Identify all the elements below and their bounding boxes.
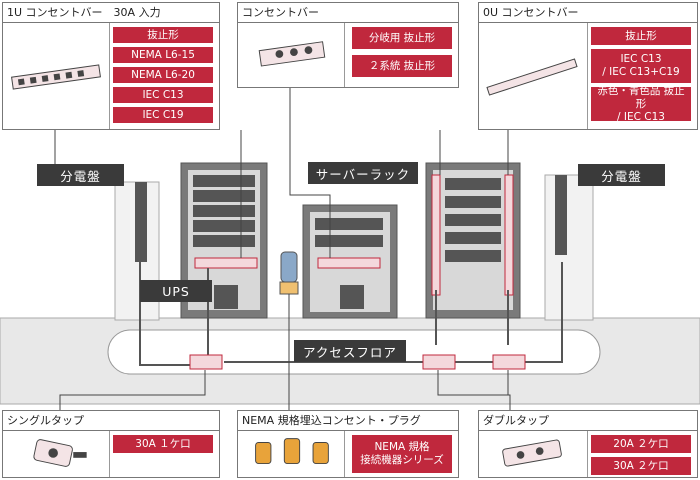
- tag-1u-4: IEC C19: [113, 107, 213, 123]
- cable-right: [520, 262, 563, 363]
- label-distribution-board-left: 分電盤: [37, 164, 124, 186]
- panel-double-tap: ダブルタップ 20A ２ケ口 30A ２ケ口: [478, 410, 698, 478]
- panel-0u-tags: 抜止形 IEC C13 / IEC C13+C19 赤色・青色品 抜止形 / I…: [591, 27, 691, 123]
- label-server-rack-text: サーバーラック: [315, 166, 411, 182]
- label-distribution-board-left-text: 分電盤: [60, 168, 101, 184]
- panel-1u-divider: [109, 23, 110, 129]
- panel-double-tap-tags: 20A ２ケ口 30A ２ケ口: [591, 435, 691, 475]
- panel-double-tap-title: ダブルタップ: [479, 411, 697, 431]
- panel-outlet-bar-image: [239, 23, 344, 86]
- panel-single-tap-divider: [109, 431, 110, 477]
- single-tap-floor: [189, 354, 223, 370]
- outlet-bar-1u-icon: [11, 64, 101, 90]
- panel-nema-divider: [344, 431, 345, 477]
- panel-nema-title: NEMA 規格埋込コンセント・プラグ: [238, 411, 458, 431]
- tag-0u-0: 抜止形: [591, 27, 691, 45]
- panel-double-tap-divider: [587, 431, 588, 477]
- tag-0u-2: 赤色・青色品 抜止形 / IEC C13: [591, 85, 691, 123]
- panel-single-tap: シングルタップ 30A １ケ口: [2, 410, 220, 478]
- nema-plug-device: [279, 251, 299, 295]
- panel-nema-tags: NEMA 規格 接続機器シリーズ: [352, 435, 452, 473]
- tag-1u-0: 抜止形: [113, 27, 213, 43]
- panel-0u-title: 0U コンセントバー: [479, 3, 697, 23]
- label-access-floor-text: アクセスフロア: [303, 344, 397, 360]
- panel-outlet-bar-tags: 分岐用 抜止形 ２系統 抜止形: [352, 27, 452, 77]
- tag-1u-3: IEC C13: [113, 87, 213, 103]
- double-tap-icon: [502, 439, 562, 467]
- server-rack-3: [425, 162, 521, 319]
- tag-1u-1: NEMA L6-15: [113, 47, 213, 63]
- tag-nema-0: NEMA 規格 接続機器シリーズ: [352, 435, 452, 473]
- server-rack-1: [180, 162, 268, 319]
- double-tap-floor-1: [422, 354, 456, 370]
- tag-1u-2: NEMA L6-20: [113, 67, 213, 83]
- panel-1u-title: 1U コンセントバー 30A 入力: [3, 3, 219, 23]
- leader-conc: [289, 88, 331, 258]
- label-access-floor: アクセスフロア: [294, 340, 406, 362]
- label-distribution-board-right: 分電盤: [578, 164, 665, 186]
- panel-single-tap-title: シングルタップ: [3, 411, 219, 431]
- panel-1u-image: [4, 23, 109, 128]
- nema-plug-icon: [255, 438, 329, 465]
- label-distribution-board-right-text: 分電盤: [601, 168, 642, 184]
- leader-double-a: [437, 370, 511, 410]
- tag-outlet-bar-0: 分岐用 抜止形: [352, 27, 452, 49]
- panel-0u-outlet-bar: 0U コンセントバー 抜止形 IEC C13 / IEC C13+C19 赤色・…: [478, 2, 698, 130]
- panel-0u-divider: [587, 23, 588, 129]
- label-server-rack: サーバーラック: [308, 162, 418, 184]
- panel-double-tap-image: [480, 431, 585, 476]
- tag-single-0: 30A １ケ口: [113, 435, 213, 453]
- tag-double-0: 20A ２ケ口: [591, 435, 691, 453]
- outlet-bar-0u-icon: [486, 58, 578, 96]
- panel-1u-tags: 抜止形 NEMA L6-15 NEMA L6-20 IEC C13 IEC C1…: [113, 27, 213, 123]
- panel-outlet-bar-divider: [344, 23, 345, 87]
- panel-0u-image: [480, 23, 585, 128]
- panel-outlet-bar-title: コンセントバー: [238, 3, 458, 23]
- label-ups: UPS: [140, 280, 212, 302]
- server-rack-2: [302, 204, 398, 319]
- double-tap-floor-2: [492, 354, 526, 370]
- single-tap-icon: [33, 439, 87, 467]
- tag-outlet-bar-1: ２系統 抜止形: [352, 55, 452, 77]
- panel-1u-outlet-bar: 1U コンセントバー 30A 入力 抜止形 NEMA L6-15 NEMA L6…: [2, 2, 220, 130]
- panel-single-tap-image: [4, 431, 109, 476]
- panel-nema: NEMA 規格埋込コンセント・プラグ NEMA 規格 接続機器シリーズ: [237, 410, 459, 478]
- tag-0u-1: IEC C13 / IEC C13+C19: [591, 49, 691, 83]
- panel-outlet-bar: コンセントバー 分岐用 抜止形 ２系統 抜止形: [237, 2, 459, 88]
- label-ups-text: UPS: [162, 283, 190, 299]
- panel-nema-image: [239, 431, 344, 476]
- tag-double-1: 30A ２ケ口: [591, 457, 691, 475]
- distribution-board-right: [544, 174, 594, 321]
- leader-single: [59, 370, 206, 410]
- outlet-bar-branch-icon: [258, 41, 326, 67]
- panel-single-tap-tags: 30A １ケ口: [113, 435, 213, 453]
